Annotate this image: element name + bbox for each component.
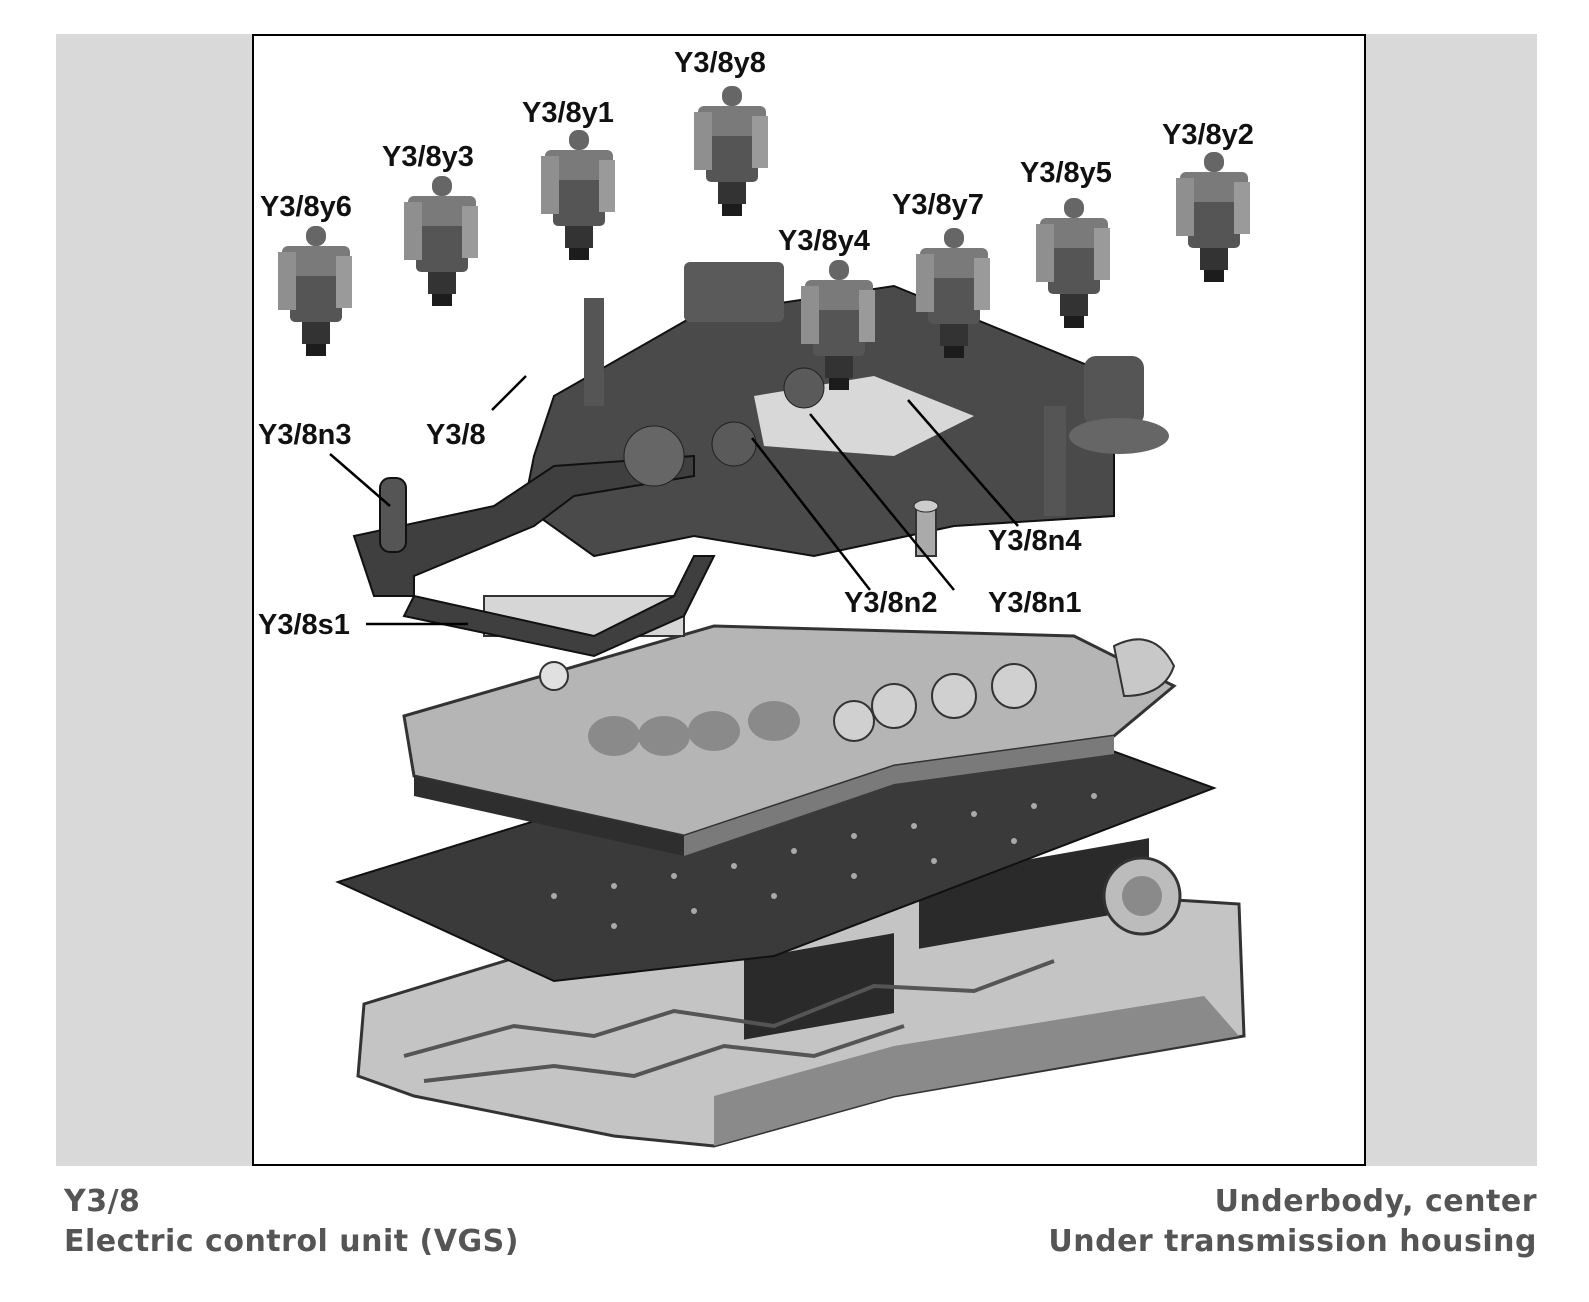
label-y3-8y3: Y3/8y3 (382, 141, 474, 173)
label-y3-8y1: Y3/8y1 (522, 97, 614, 129)
exploded-view-figure: Y3/8y8 Y3/8y1 Y3/8y3 Y3/8y6 Y3/8y4 Y3/8y… (252, 34, 1366, 1166)
label-y3-8n4: Y3/8n4 (988, 525, 1082, 557)
label-y3-8s1: Y3/8s1 (258, 609, 350, 641)
solenoid-y8 (694, 86, 768, 216)
caption-right: Underbody, center Under transmission hou… (1048, 1182, 1537, 1262)
label-y3-8n2: Y3/8n2 (844, 587, 938, 619)
component-code: Y3/8 (64, 1184, 141, 1219)
label-y3-8y4: Y3/8y4 (778, 225, 870, 257)
label-y3-8y6: Y3/8y6 (260, 191, 352, 223)
solenoid-y3 (404, 176, 478, 306)
label-y3-8n3: Y3/8n3 (258, 419, 352, 451)
label-y3-8: Y3/8 (426, 419, 486, 451)
label-y3-8y8: Y3/8y8 (674, 47, 766, 79)
solenoid-y1 (541, 130, 615, 260)
caption-left: Y3/8 Electric control unit (VGS) (64, 1182, 519, 1262)
component-name: Electric control unit (VGS) (64, 1224, 519, 1259)
label-y3-8y7: Y3/8y7 (892, 189, 984, 221)
label-y3-8n1: Y3/8n1 (988, 587, 1082, 619)
location-line-1: Underbody, center (1214, 1184, 1537, 1219)
label-y3-8y5: Y3/8y5 (1020, 157, 1112, 189)
solenoid-y6 (278, 226, 352, 356)
solenoid-y5 (1036, 198, 1110, 328)
electric-control-unit-frame (352, 262, 1169, 658)
solenoid-y2 (1176, 152, 1250, 282)
leader-lines (329, 375, 1019, 626)
location-line-2: Under transmission housing (1048, 1224, 1537, 1259)
label-y3-8y2: Y3/8y2 (1162, 119, 1254, 151)
exploded-view-drawing: Y3/8y8 Y3/8y1 Y3/8y3 Y3/8y6 Y3/8y4 Y3/8y… (258, 47, 1254, 1148)
